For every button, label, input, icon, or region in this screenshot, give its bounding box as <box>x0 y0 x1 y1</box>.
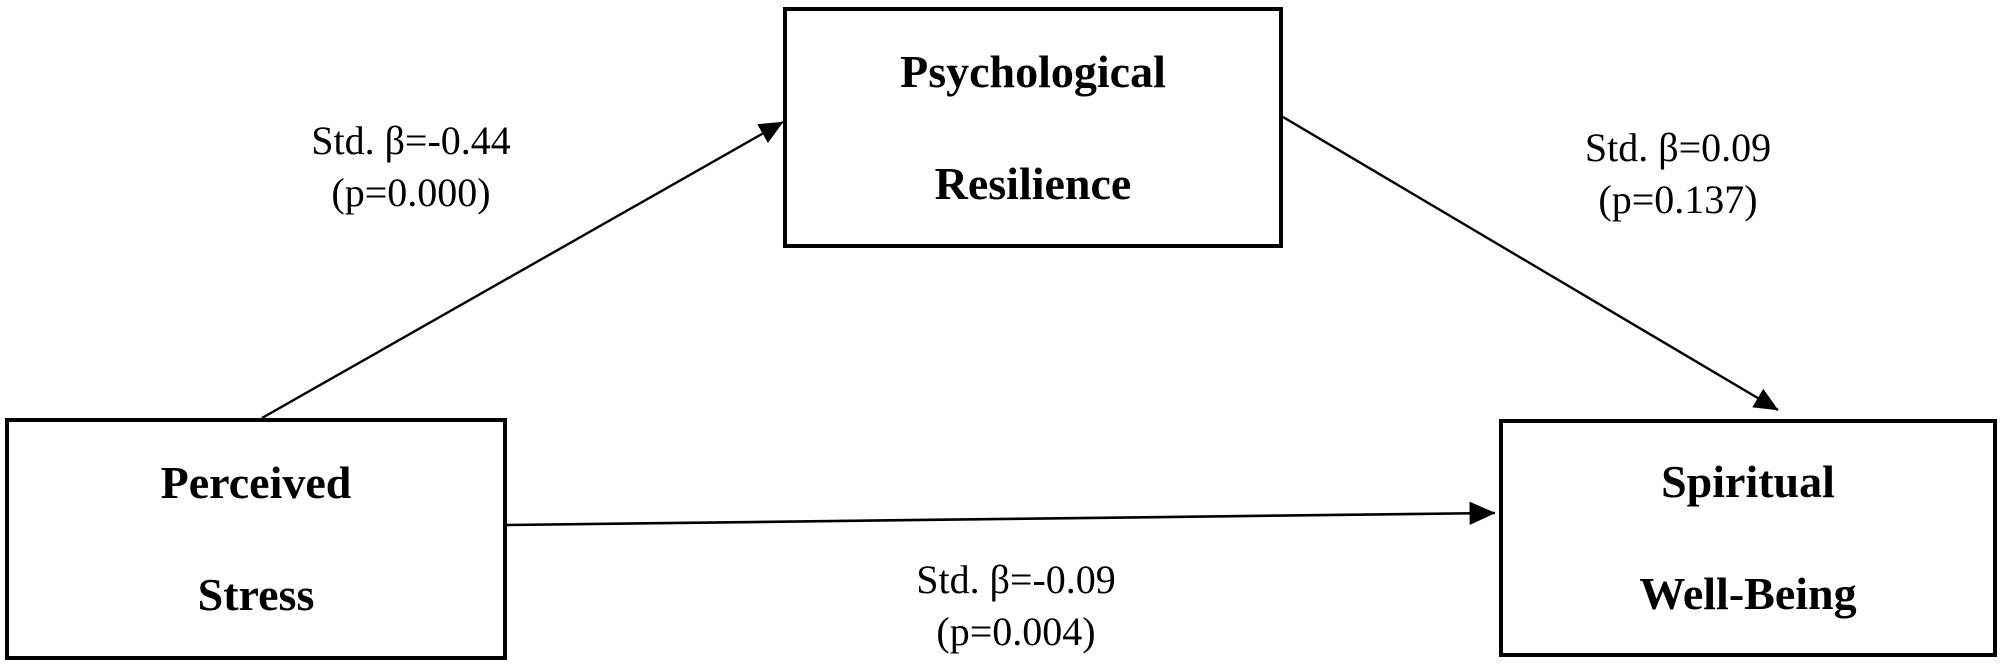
spiritual-well-being-box: Spiritual Well-Being <box>1499 419 1997 657</box>
path-label-stress-to-wellbeing: Std. β=-0.09 (p=0.004) <box>916 554 1116 658</box>
beta-coefficient-stress-to-wellbeing: Std. β=-0.09 <box>916 557 1116 602</box>
p-value-stress-to-wellbeing: (p=0.004) <box>936 609 1096 654</box>
path-label-resilience-to-wellbeing: Std. β=0.09 (p=0.137) <box>1585 122 1771 226</box>
p-value-resilience-to-wellbeing: (p=0.137) <box>1598 177 1758 222</box>
perceived-stress-label-line2: Stress <box>197 569 315 620</box>
p-value-stress-to-resilience: (p=0.000) <box>331 170 491 215</box>
path-label-stress-to-resilience: Std. β=-0.44 (p=0.000) <box>311 115 511 219</box>
beta-coefficient-resilience-to-wellbeing: Std. β=0.09 <box>1584 125 1772 170</box>
beta-coefficient-stress-to-resilience: Std. β=-0.44 <box>311 118 511 163</box>
spiritual-well-being-label-line1: Spiritual <box>1661 456 1835 507</box>
psychological-resilience-box: Psychological Resilience <box>783 7 1283 248</box>
arrow-stress-to-wellbeing <box>506 501 1496 527</box>
psychological-resilience-label-line2: Resilience <box>934 157 1132 209</box>
perceived-stress-label-line1: Perceived <box>160 457 352 508</box>
perceived-stress-box: Perceived Stress <box>5 418 507 660</box>
spiritual-well-being-label-line2: Well-Being <box>1639 568 1857 619</box>
psychological-resilience-label-line1: Psychological <box>900 45 1166 97</box>
